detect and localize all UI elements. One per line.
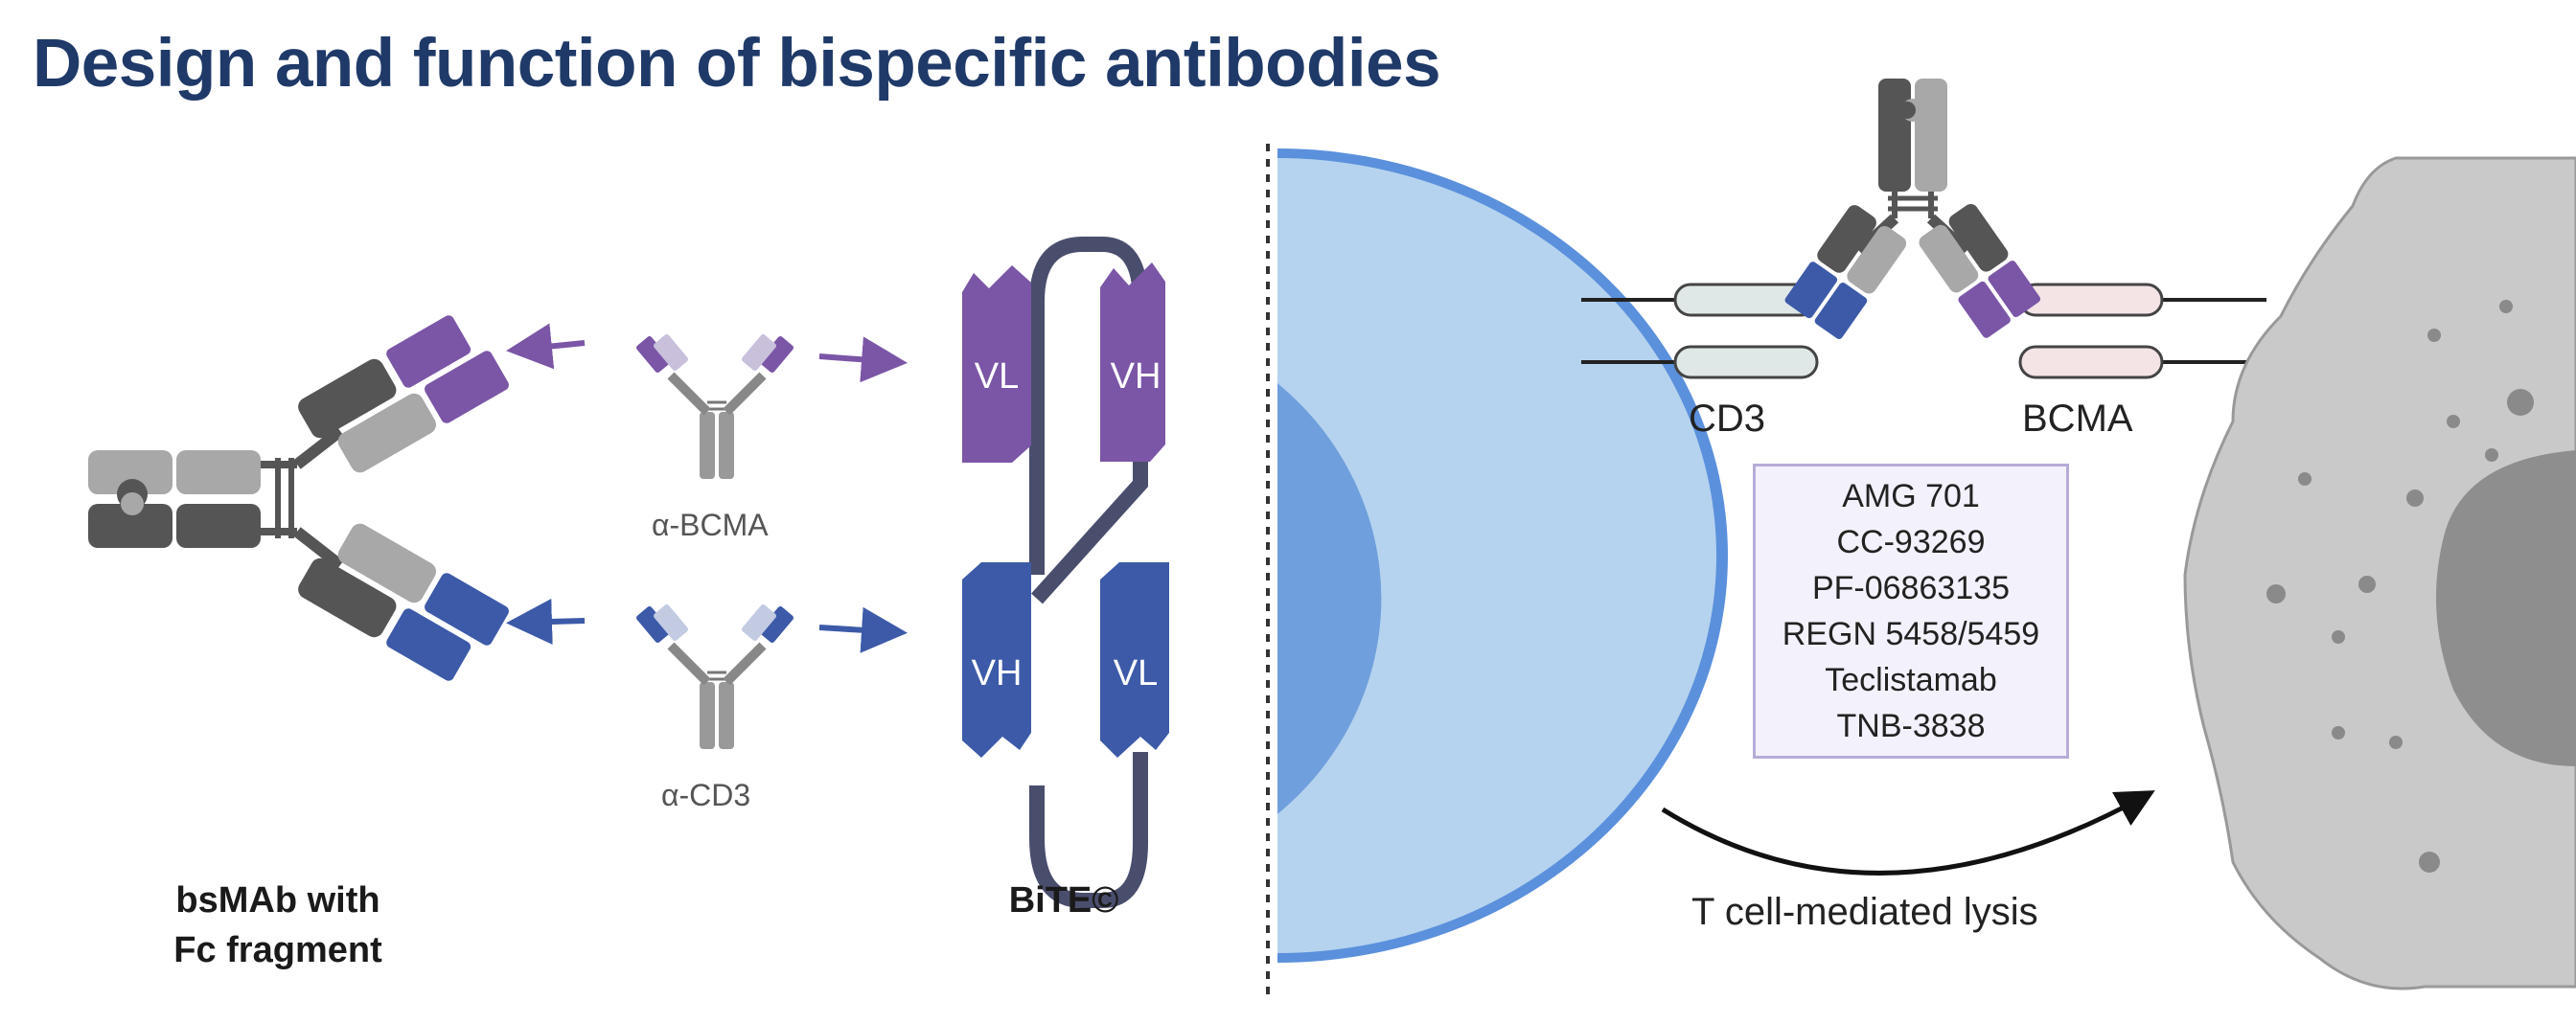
cd3-receptor-2 bbox=[1673, 345, 1819, 379]
arrow-cd3-to-bite bbox=[818, 606, 908, 653]
tumor-cell bbox=[2183, 156, 2576, 990]
bcma-receptor-2 bbox=[2018, 345, 2164, 379]
bite-label-vh-top: VH bbox=[1111, 356, 1162, 397]
cd3-label: CD3 bbox=[1689, 398, 1766, 440]
bsmab-label-line2: Fc fragment bbox=[173, 930, 382, 970]
drug-item: AMG 701 bbox=[1842, 478, 1980, 514]
drug-item: PF-06863135 bbox=[1811, 570, 2011, 606]
drug-item: REGN 5458/5459 bbox=[1782, 616, 2040, 652]
lysis-label: T cell-mediated lysis bbox=[1691, 891, 2038, 933]
bite-vl-bottom-domain bbox=[1100, 562, 1169, 758]
arrow-bcma-to-bite bbox=[818, 336, 908, 383]
arrow-cd3-to-bsmab bbox=[506, 598, 586, 645]
drug-item: Teclistamab bbox=[1825, 662, 1997, 698]
bite-label-vh-bottom: VH bbox=[972, 653, 1023, 694]
anti-bcma-label: α-BCMA bbox=[652, 508, 769, 542]
bite-vh-bottom-domain bbox=[962, 562, 1031, 758]
bcma-receptor bbox=[2018, 283, 2164, 317]
bite-label-vl-bottom: VL bbox=[1114, 653, 1158, 694]
arrow-bcma-to-bsmab bbox=[506, 323, 586, 370]
bite-label-vl-top: VL bbox=[975, 356, 1019, 397]
page-title: Design and function of bispecific antibo… bbox=[33, 26, 1441, 102]
drug-list-box: AMG 701 CC-93269 PF-06863135 REGN 5458/5… bbox=[1753, 464, 2069, 759]
bcma-label: BCMA bbox=[2022, 398, 2133, 440]
bridging-bispecific-antibody bbox=[1784, 79, 2041, 339]
bite-vh-top-domain bbox=[1100, 262, 1165, 462]
t-cell-nucleus bbox=[1277, 383, 1382, 814]
bsmab-label: bsMAb with Fc fragment bbox=[134, 876, 422, 975]
bsmab-label-line1: bsMAb with bbox=[175, 880, 380, 921]
bite-construct: VL VH VH VL bbox=[962, 237, 1169, 908]
lysis-arrow bbox=[1661, 790, 2155, 876]
bsmab-fc-antibody bbox=[88, 313, 512, 683]
drug-item: CC-93269 bbox=[1836, 524, 1986, 560]
anti-cd3-igg-icon bbox=[635, 604, 794, 749]
tumor-cell-nucleus bbox=[2436, 450, 2576, 766]
anti-bcma-igg-icon bbox=[635, 334, 794, 479]
bite-label: BiTE© bbox=[1008, 880, 1119, 921]
bite-vl-top-domain bbox=[962, 265, 1031, 463]
t-cell bbox=[1277, 148, 1728, 963]
anti-cd3-label: α-CD3 bbox=[661, 778, 751, 812]
drug-item: TNB-3838 bbox=[1836, 708, 1986, 744]
